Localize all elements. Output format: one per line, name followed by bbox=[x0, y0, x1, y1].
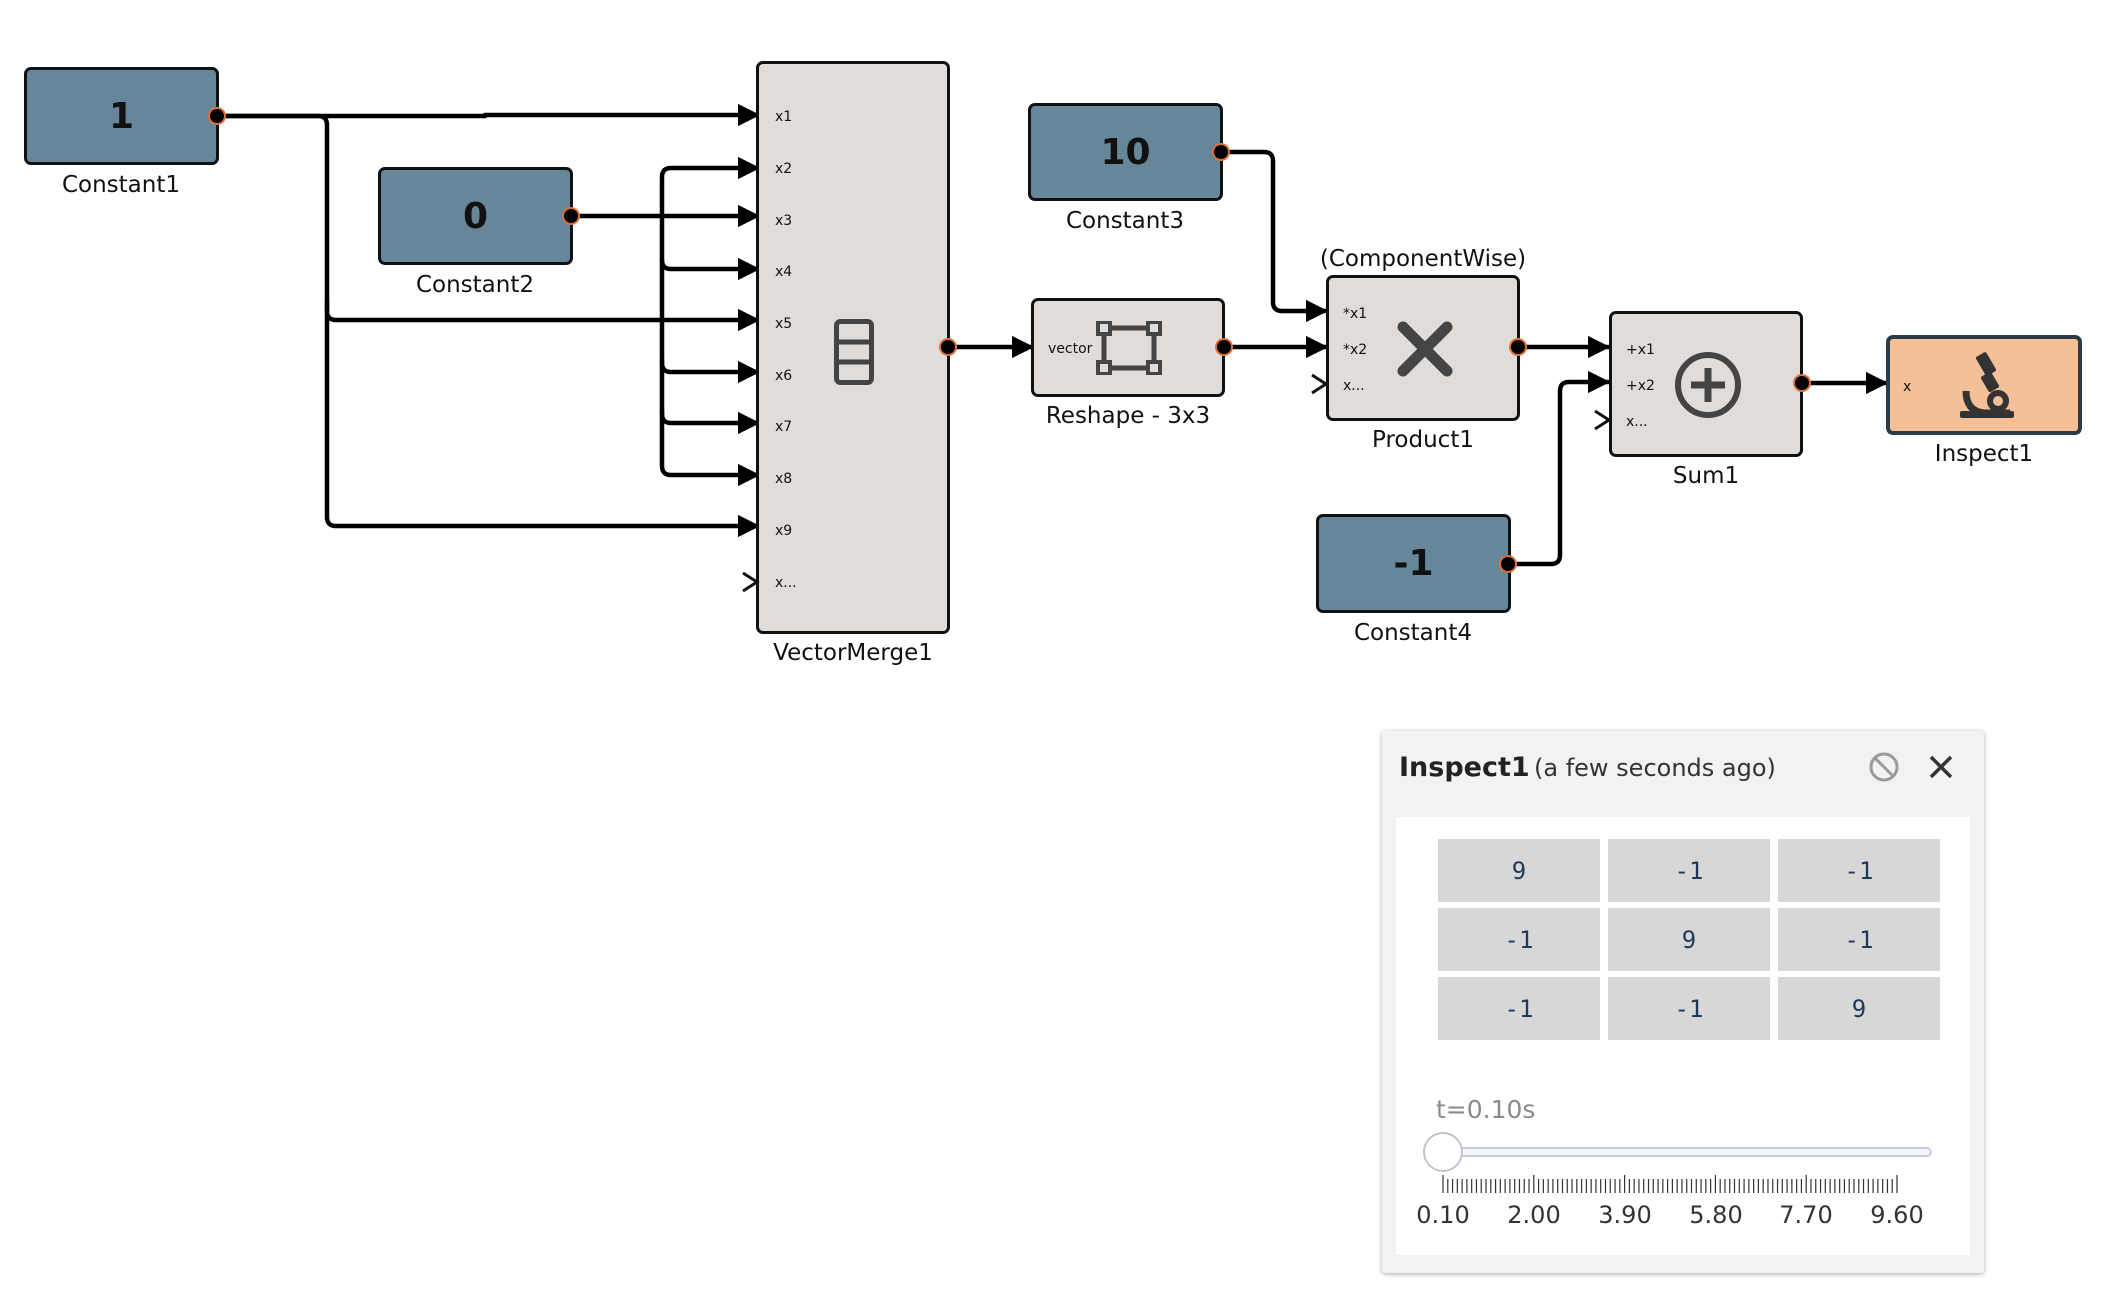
slider-ticks bbox=[1442, 1175, 1898, 1193]
inspect-panel: Inspect1 (a few seconds ago) 9 -1 -1 -1 … bbox=[1382, 731, 1984, 1273]
product-block[interactable]: *x1 *x2 x... bbox=[1326, 275, 1520, 421]
vectormerge-output-port[interactable] bbox=[939, 338, 957, 356]
time-slider-track[interactable] bbox=[1445, 1147, 1932, 1157]
constant2-block[interactable]: 0 bbox=[378, 167, 573, 265]
matrix-cell: -1 bbox=[1778, 908, 1940, 971]
tick-label: 9.60 bbox=[1870, 1201, 1924, 1229]
vectormerge-block[interactable]: x1 x2 x3 x4 x5 x6 x7 x8 x9 x... bbox=[756, 61, 950, 634]
matrix-cell: -1 bbox=[1438, 908, 1600, 971]
reshape-label: Reshape - 3x3 bbox=[1045, 403, 1211, 429]
vector-stack-icon bbox=[834, 319, 874, 385]
port-x6: x6 bbox=[775, 368, 793, 384]
inspect-panel-time-ago: (a few seconds ago) bbox=[1534, 754, 1776, 782]
constant3-block[interactable]: 10 bbox=[1028, 103, 1223, 201]
port-x3: x3 bbox=[775, 213, 793, 229]
tick-label: 2.00 bbox=[1507, 1201, 1561, 1229]
port-x9: x9 bbox=[775, 523, 793, 539]
vectormerge-more-chevron bbox=[742, 571, 760, 593]
wire-c3-product[interactable] bbox=[1217, 149, 1329, 323]
inspect-label: Inspect1 bbox=[1934, 441, 2034, 467]
product-output-port[interactable] bbox=[1509, 338, 1527, 356]
constant3-output-port[interactable] bbox=[1212, 143, 1230, 161]
port-plus-x2: +x2 bbox=[1626, 378, 1655, 394]
wire-c4-sum[interactable] bbox=[1504, 370, 1611, 567]
matrix-cell: -1 bbox=[1778, 839, 1940, 902]
time-slider-thumb[interactable] bbox=[1423, 1132, 1463, 1172]
vectormerge-label: VectorMerge1 bbox=[773, 640, 933, 666]
microscope-icon bbox=[1960, 352, 2014, 418]
wire-c2-x8[interactable] bbox=[659, 407, 761, 487]
constant1-output-port[interactable] bbox=[208, 107, 226, 125]
matrix-cell: 9 bbox=[1438, 839, 1600, 902]
constant1-label: Constant1 bbox=[61, 172, 181, 198]
sum-block[interactable]: +x1 +x2 x... bbox=[1609, 311, 1803, 457]
wire-c1-x9[interactable] bbox=[324, 297, 761, 538]
port-times-more: x... bbox=[1343, 378, 1365, 394]
product-mode-label: (ComponentWise) bbox=[1319, 246, 1527, 272]
port-x7: x7 bbox=[775, 419, 793, 435]
time-label: t=0.10s bbox=[1436, 1095, 1536, 1124]
wire-c1-x5[interactable] bbox=[214, 113, 761, 332]
port-times-x1: *x1 bbox=[1343, 306, 1368, 322]
tick-label: 0.10 bbox=[1416, 1201, 1470, 1229]
wire-c2-x6[interactable] bbox=[659, 257, 761, 384]
close-icon[interactable] bbox=[1926, 752, 1956, 782]
port-x2: x2 bbox=[775, 161, 793, 177]
inspect-block[interactable]: x bbox=[1886, 335, 2082, 435]
constant2-output-port[interactable] bbox=[562, 207, 580, 225]
wire-c2-x2[interactable] bbox=[659, 156, 761, 219]
constant2-label: Constant2 bbox=[415, 272, 535, 298]
matrix-cell: -1 bbox=[1608, 977, 1770, 1040]
port-x5: x5 bbox=[775, 316, 793, 332]
sum-label: Sum1 bbox=[1672, 463, 1740, 489]
multiply-icon bbox=[1397, 321, 1453, 377]
port-x1: x1 bbox=[775, 109, 793, 125]
wire-c2-x7[interactable] bbox=[659, 357, 761, 435]
reshape-output-port[interactable] bbox=[1215, 338, 1233, 356]
matrix-cell: 9 bbox=[1778, 977, 1940, 1040]
port-plus-more: x... bbox=[1626, 414, 1648, 430]
sum-output-port[interactable] bbox=[1793, 374, 1811, 392]
port-inspect-x: x bbox=[1903, 379, 1912, 395]
sum-more-chevron bbox=[1594, 409, 1612, 431]
port-plus-x1: +x1 bbox=[1626, 342, 1655, 358]
plus-circle-icon bbox=[1675, 352, 1741, 418]
wire-c2-x4[interactable] bbox=[659, 213, 761, 281]
constant4-block[interactable]: -1 bbox=[1316, 514, 1511, 613]
port-times-x2: *x2 bbox=[1343, 342, 1368, 358]
tick-label: 3.90 bbox=[1598, 1201, 1652, 1229]
inspect-panel-title: Inspect1 bbox=[1399, 752, 1530, 783]
port-x-more: x... bbox=[775, 575, 797, 591]
inspect-panel-body: 9 -1 -1 -1 9 -1 -1 -1 9 t=0.10s 0.10 2.0… bbox=[1396, 817, 1970, 1255]
matrix-cell: -1 bbox=[1438, 977, 1600, 1040]
matrix-cell: 9 bbox=[1608, 908, 1770, 971]
constant3-label: Constant3 bbox=[1065, 208, 1185, 234]
tick-label: 5.80 bbox=[1689, 1201, 1743, 1229]
tick-label: 7.70 bbox=[1779, 1201, 1833, 1229]
port-x8: x8 bbox=[775, 471, 793, 487]
constant4-output-port[interactable] bbox=[1499, 555, 1517, 573]
inspect-panel-header[interactable]: Inspect1 (a few seconds ago) bbox=[1382, 731, 1984, 801]
pause-icon[interactable] bbox=[1867, 750, 1901, 784]
product-label: Product1 bbox=[1372, 427, 1474, 453]
matrix-cell: -1 bbox=[1608, 839, 1770, 902]
reshape-icon bbox=[1096, 321, 1162, 375]
product-more-chevron bbox=[1311, 373, 1329, 395]
constant4-label: Constant4 bbox=[1353, 620, 1473, 646]
constant1-block[interactable]: 1 bbox=[24, 67, 219, 165]
reshape-block[interactable]: vector bbox=[1031, 298, 1225, 397]
port-x4: x4 bbox=[775, 264, 793, 280]
port-vector: vector bbox=[1048, 341, 1093, 357]
wire-c1-x1[interactable] bbox=[214, 103, 761, 127]
